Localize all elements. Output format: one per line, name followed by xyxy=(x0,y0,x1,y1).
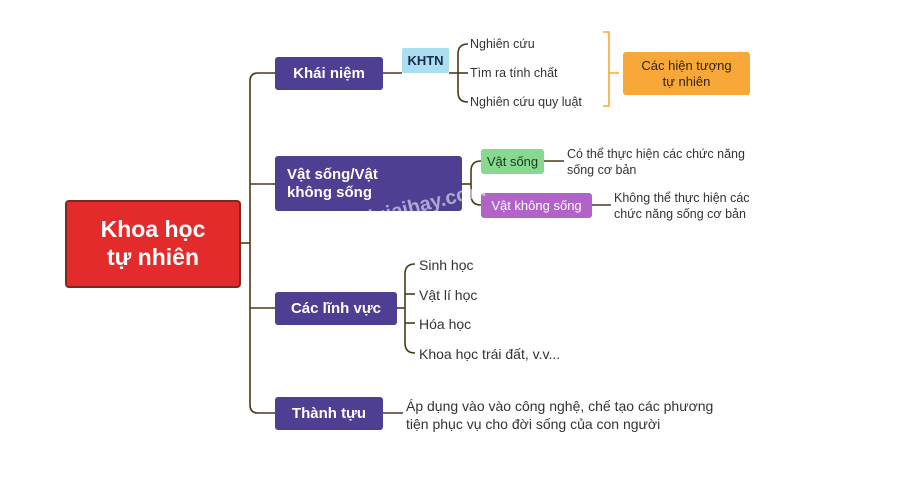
field-item-2: Vật lí học xyxy=(419,287,478,303)
field-item-1: Sinh học xyxy=(419,257,474,273)
root-title-line2: tự nhiên xyxy=(106,244,200,270)
concept-item-3: Nghiên cứu quy luật xyxy=(470,95,582,109)
branch-concept: Khái niệm xyxy=(275,57,383,90)
natural-phenomena-line2: tự nhiên xyxy=(662,73,711,89)
living-desc: Có thể thực hiện các chức năng sống cơ b… xyxy=(567,146,745,179)
nonliving-thing-node: Vật không sống xyxy=(481,193,592,218)
root-title-line1: Khoa học xyxy=(100,216,206,243)
branch-living: Vật sống/Vật không sống xyxy=(275,156,462,211)
khtn-tag-label: KHTN xyxy=(407,52,444,68)
living-thing-label: Vật sống xyxy=(486,153,539,169)
branch-fields: Các lĩnh vực xyxy=(275,292,397,325)
field-item-4: Khoa học trái đất, v.v... xyxy=(419,346,561,362)
nonliving-desc-line2: chức năng sống cơ bản xyxy=(614,207,746,222)
living-desc-line1: Có thể thực hiện các chức năng xyxy=(567,147,745,161)
field-item-3: Hóa học xyxy=(419,316,472,332)
living-thing-node: Vật sống xyxy=(481,149,544,174)
natural-phenomena-node: Các hiện tượng tự nhiên xyxy=(623,52,750,95)
achievements-desc-line2: tiện phục vụ cho đời sống của con người xyxy=(406,416,661,433)
branch-living-line1: Vật sống/Vật xyxy=(287,165,378,183)
achievements-desc-line1: Áp dụng vào vào công nghệ, chế tạo các p… xyxy=(406,398,714,414)
living-desc-line2: sống cơ bản xyxy=(567,163,637,178)
branch-fields-label: Các lĩnh vực xyxy=(290,299,382,317)
branch-achievements-label: Thành tựu xyxy=(291,404,367,422)
achievements-desc: Áp dụng vào vào công nghệ, chế tạo các p… xyxy=(406,397,713,433)
branch-concept-label: Khái niệm xyxy=(293,64,365,82)
branch-achievements: Thành tựu xyxy=(275,397,383,430)
root-node: Khoa học tự nhiên xyxy=(65,200,241,288)
natural-phenomena-line1: Các hiện tượng xyxy=(641,57,732,73)
concept-item-1: Nghiên cứu xyxy=(470,37,535,51)
nonliving-thing-label: Vật không sống xyxy=(491,197,582,213)
khtn-tag: KHTN xyxy=(402,48,449,73)
branch-living-line2: không sống xyxy=(287,183,372,201)
nonliving-desc-line1: Không thể thực hiện các xyxy=(614,191,750,205)
nonliving-desc: Không thể thực hiện các chức năng sống c… xyxy=(614,190,750,223)
concept-item-2: Tìm ra tính chất xyxy=(470,66,558,80)
